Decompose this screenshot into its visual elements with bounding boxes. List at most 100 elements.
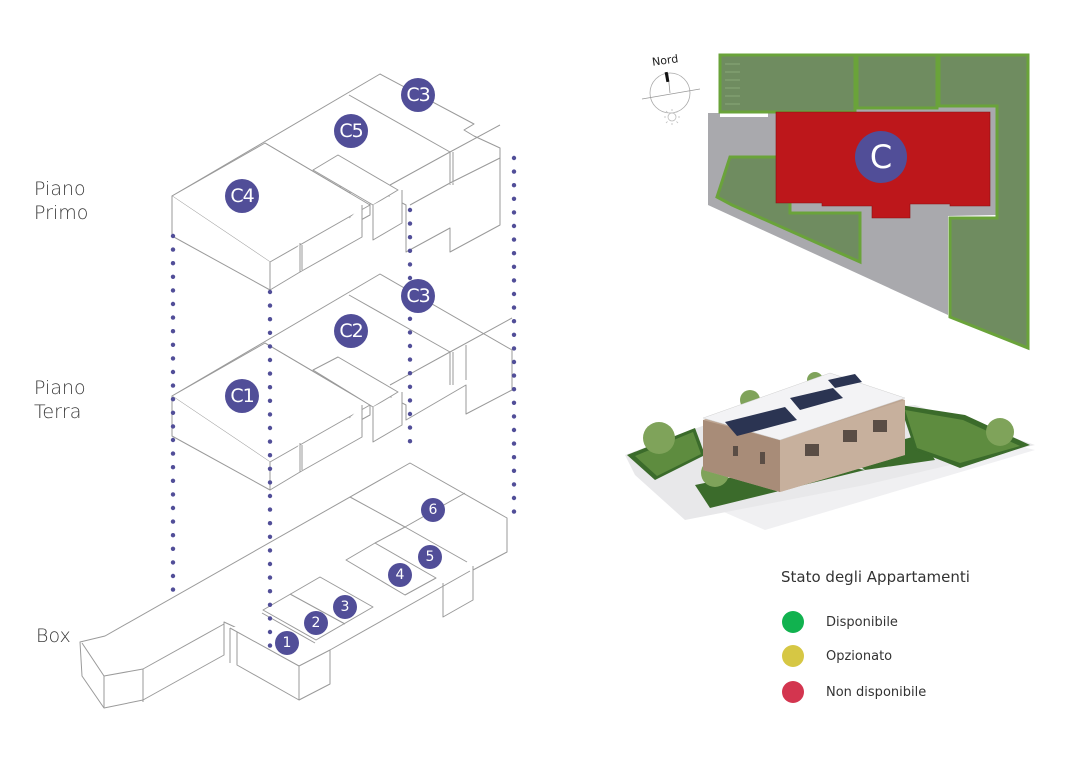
status-dot-green <box>782 611 804 633</box>
connector-dot <box>267 453 273 458</box>
dotted-connectors <box>170 155 517 648</box>
connector-dot <box>170 410 176 415</box>
connector-dot <box>267 629 273 635</box>
connector-dot <box>511 237 517 242</box>
connector-dot <box>511 210 517 215</box>
connector-dot <box>511 346 517 351</box>
connector-dot <box>511 183 517 188</box>
connector-dot <box>267 344 273 349</box>
connector-dot <box>170 233 176 239</box>
connector-dot <box>170 546 176 551</box>
connector-dot <box>170 451 176 456</box>
connector-dot <box>267 534 273 539</box>
connector-dot <box>267 289 273 295</box>
connector-dot <box>170 288 176 293</box>
connector-dot <box>267 480 273 485</box>
floor-label-box: Box <box>36 625 71 647</box>
connector-dot <box>511 414 517 419</box>
status-dot-red <box>782 681 804 703</box>
unit-badge-terra-c3[interactable]: C3 <box>401 279 435 313</box>
connector-dot <box>407 371 413 376</box>
connector-dot <box>511 509 517 514</box>
box-badge-3[interactable]: 3 <box>333 595 357 619</box>
box-badge-1[interactable]: 1 <box>275 631 299 655</box>
connector-dot <box>170 573 176 579</box>
connector-dot <box>170 533 176 538</box>
status-dot-yellow <box>782 645 804 667</box>
connector-dot <box>267 317 273 322</box>
connector-dot <box>407 221 413 226</box>
floor-label-line: Piano <box>34 377 86 399</box>
connector-dot <box>407 398 413 403</box>
building-3d-render <box>625 372 1035 530</box>
connector-dot <box>267 643 273 648</box>
connector-dot <box>407 357 413 362</box>
connector-dot <box>170 437 176 443</box>
connector-dot <box>407 235 413 240</box>
connector-dot <box>170 342 176 347</box>
connector-dot <box>407 207 413 213</box>
connector-dot <box>511 278 517 283</box>
unit-badge-terra-c1[interactable]: C1 <box>225 379 259 413</box>
connector-dot <box>511 251 517 256</box>
connector-dot <box>170 274 176 279</box>
connector-dot <box>170 383 176 388</box>
sun-icon <box>664 109 680 125</box>
connector-dot <box>170 329 176 334</box>
connector-dot <box>267 439 273 444</box>
box-badge-6[interactable]: 6 <box>421 498 445 522</box>
connector-dot <box>511 427 517 433</box>
connector-dot <box>511 482 517 487</box>
connector-dot <box>511 387 517 392</box>
connector-dot <box>407 330 413 335</box>
connector-dot <box>511 196 517 201</box>
connector-dot <box>511 468 517 473</box>
connector-dot <box>407 316 413 321</box>
connector-dot <box>267 398 273 403</box>
box-badge-2[interactable]: 2 <box>304 611 328 635</box>
building-badge-c[interactable]: C <box>855 131 907 183</box>
connector-dot <box>267 561 273 567</box>
connector-dot <box>267 303 273 308</box>
connector-dot <box>267 371 273 376</box>
connector-dot <box>267 425 273 431</box>
connector-dot <box>511 223 517 229</box>
connector-dot <box>267 385 273 390</box>
connector-dot <box>511 291 517 297</box>
connector-dot <box>267 602 273 607</box>
connector-dot <box>170 356 176 361</box>
unit-badge-primo-c5[interactable]: C5 <box>334 114 368 148</box>
box-badge-5[interactable]: 5 <box>418 545 442 569</box>
connector-dot <box>170 465 176 470</box>
connector-dot <box>267 330 273 335</box>
box-badge-4[interactable]: 4 <box>388 563 412 587</box>
compass-icon <box>641 71 700 125</box>
legend-title: Stato degli Appartamenti <box>781 568 970 586</box>
floor-label-piano-primo: Piano Primo <box>34 177 88 225</box>
legend-item-disponibile: Disponibile <box>782 611 898 633</box>
connector-dot <box>511 305 517 310</box>
connector-dot <box>511 264 517 269</box>
connector-dot <box>170 315 176 320</box>
unit-badge-terra-c2[interactable]: C2 <box>334 314 368 348</box>
connector-dot <box>511 359 517 365</box>
connector-dot <box>407 343 413 349</box>
connector-dot <box>170 261 176 266</box>
connector-dot <box>511 332 517 337</box>
site-plan-map <box>708 53 1030 351</box>
connector-dot <box>170 369 176 375</box>
legend-item-non-disponibile: Non disponibile <box>782 681 926 703</box>
legend-label: Non disponibile <box>826 684 927 700</box>
connector-dot <box>170 587 176 592</box>
connector-dot <box>511 400 517 405</box>
connector-dot <box>407 262 413 267</box>
unit-badge-primo-c4[interactable]: C4 <box>225 179 259 213</box>
floor-block-box <box>79 462 508 709</box>
connector-dot <box>511 155 517 161</box>
floor-label-piano-terra: Piano Terra <box>34 376 86 424</box>
connector-dot <box>407 384 413 389</box>
unit-badge-primo-c3[interactable]: C3 <box>401 78 435 112</box>
connector-dot <box>511 373 517 378</box>
connector-dot <box>511 319 517 324</box>
connector-dot <box>267 507 273 512</box>
